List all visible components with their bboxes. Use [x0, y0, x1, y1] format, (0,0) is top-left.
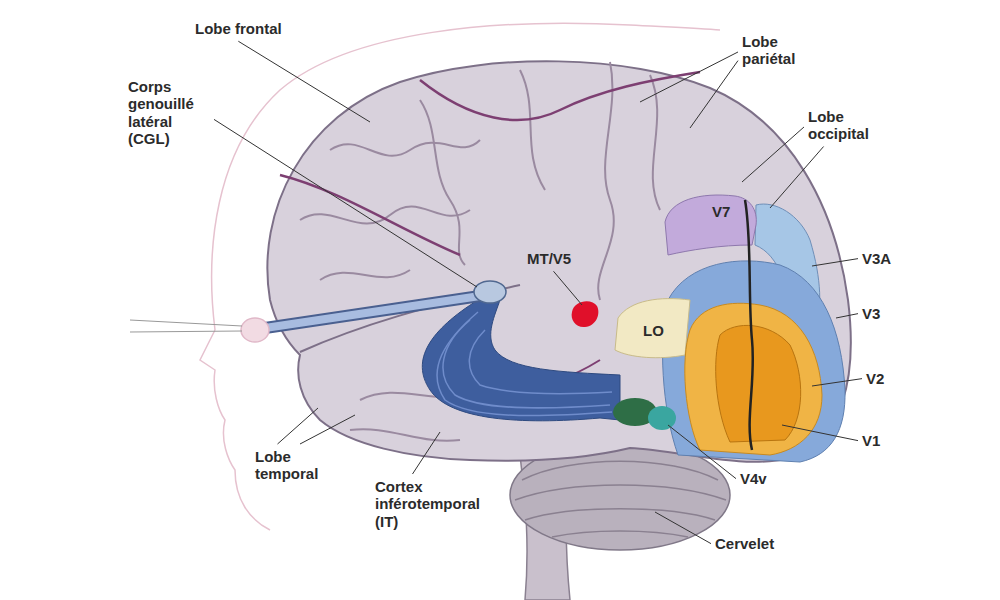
central-sulcus: [598, 62, 614, 300]
region-label: Cervelet: [715, 535, 774, 552]
leader-line: [238, 41, 370, 122]
area-v7: [665, 195, 756, 255]
region-label: Lobe temporal: [255, 448, 330, 483]
optic-radiation: [422, 300, 620, 421]
region-label: V4v: [740, 470, 767, 487]
leader-line: [413, 432, 441, 474]
optic-radiation-fibre: [469, 330, 612, 394]
leader-line: [812, 379, 862, 386]
leader-line: [655, 512, 711, 544]
region-label: Corps genouillé latéral (CGL): [128, 78, 210, 147]
cerebellum-fold: [522, 461, 718, 480]
region-label: LO: [643, 322, 664, 339]
leader-line: [668, 425, 736, 479]
eye: [241, 318, 269, 342]
sulcus: [330, 140, 480, 156]
brain-outline: [267, 61, 850, 462]
sulcus: [320, 270, 410, 280]
optic-nerve: [265, 296, 480, 328]
area-lo: [615, 299, 690, 358]
optic-nerve: [265, 296, 480, 328]
cerebellum-fold: [552, 531, 688, 537]
optic-radiation-fibre: [443, 320, 610, 408]
leader-line: [214, 119, 477, 287]
region-label: V2: [866, 370, 884, 387]
leader-line: [554, 271, 582, 305]
leader-line: [640, 52, 738, 102]
lateral-geniculate: [474, 281, 506, 303]
region-label: V3: [862, 305, 880, 322]
face-outline: [200, 330, 270, 530]
sulcus: [300, 206, 470, 223]
region-label: Lobe pariétal: [742, 33, 814, 68]
region-label: Cortex inférotemporal (IT): [375, 478, 500, 530]
blood-vessel: [280, 175, 460, 255]
leader-line: [690, 61, 738, 128]
region-label: Lobe occipital: [808, 108, 886, 143]
blood-vessel: [420, 72, 700, 120]
sight-line: [130, 331, 242, 332]
area-mt: [572, 301, 599, 327]
leader-line: [812, 259, 858, 266]
leader-line: [836, 314, 858, 318]
leader-line: [300, 415, 355, 444]
leader-line: [770, 147, 824, 209]
region-label: V1: [862, 432, 880, 449]
sulcus: [350, 429, 460, 441]
calcarine-sulcus: [745, 200, 753, 450]
sulcus: [520, 70, 545, 190]
leader-line: [742, 127, 804, 182]
region-label: V7: [712, 203, 730, 220]
region-label: V3A: [862, 250, 891, 267]
cerebellum-fold: [515, 485, 726, 500]
cerebellum-fold: [525, 509, 715, 520]
sight-line: [130, 320, 242, 326]
sulcus: [650, 75, 660, 210]
region-label: Lobe frontal: [195, 20, 282, 37]
region-label: MT/V5: [527, 250, 571, 267]
leader-line: [782, 425, 858, 441]
optic-radiation-fibre: [437, 312, 612, 416]
leader-line: [278, 408, 319, 444]
area-v4v: [648, 406, 676, 430]
area-v1: [716, 325, 801, 442]
